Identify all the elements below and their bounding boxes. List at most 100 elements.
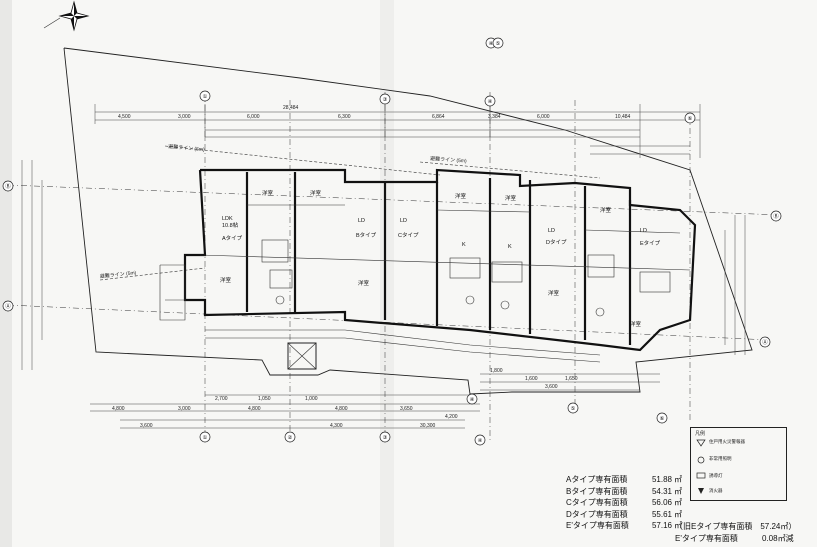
svg-text:⑤: ⑤	[571, 405, 576, 412]
area-name: Bタイプ専有面積	[566, 486, 628, 496]
svg-text:④: ④	[489, 40, 494, 47]
dim-misc-1: 1,800	[490, 368, 503, 374]
svg-text:⑤: ⑤	[496, 40, 501, 47]
dim-misc-7: 1,000	[305, 396, 318, 402]
legend-item-4: 消火器	[709, 488, 723, 493]
area-row-a: Aタイプ専有面積 51.88 ㎡	[566, 474, 690, 486]
dim-misc-6: 3,600	[545, 384, 558, 390]
area-value: 51.88	[651, 475, 672, 485]
dim-top-2: 3,000	[178, 114, 191, 120]
unit-d-type: Dタイプ	[546, 238, 567, 246]
legend-item-3: 誘導灯	[709, 473, 723, 478]
svg-text:④: ④	[488, 98, 493, 105]
bedroom-2: 洋室	[310, 189, 322, 197]
dim-top-4: 6,300	[338, 114, 351, 120]
dim-bottom-7: 3,600	[140, 423, 153, 429]
svg-text:③: ③	[383, 96, 388, 103]
svg-text:Ⓑ: Ⓑ	[773, 212, 779, 220]
bedroom-1: 洋室	[262, 189, 274, 197]
area-value: 54.31	[651, 486, 672, 496]
svg-text:Ⓐ: Ⓐ	[5, 302, 11, 310]
bedroom-4: 洋室	[505, 194, 517, 202]
dim-bottom-5: 3,650	[400, 406, 413, 412]
bedroom-6: 洋室	[220, 276, 232, 284]
bedroom-5: 洋室	[600, 206, 612, 214]
bedroom-8: 洋室	[548, 289, 560, 297]
area-row-b: Bタイプ専有面積 54.31 ㎡	[566, 486, 690, 498]
area-name: E'タイプ専有面積	[566, 521, 629, 531]
north-arrow-icon	[43, 0, 90, 32]
area-name: Cタイプ専有面積	[566, 498, 628, 508]
unit-d-room: LD	[548, 228, 555, 234]
dim-top-total: 28,484	[283, 105, 299, 111]
bedroom-3: 洋室	[455, 192, 467, 200]
svg-text:Ⓐ: Ⓐ	[762, 338, 768, 346]
svg-text:①: ①	[203, 434, 208, 441]
grid-bubbles-side: Ⓑ Ⓐ Ⓑ Ⓐ	[2, 180, 782, 348]
site-boundary	[63, 47, 753, 395]
area-row-e: E'タイプ専有面積 57.16 ㎡	[566, 520, 690, 532]
dim-top-7: 6,000	[537, 114, 550, 120]
evac-label-1: 避難ライン (5m)	[168, 143, 205, 153]
svg-text:Ⓑ: Ⓑ	[5, 182, 11, 190]
area-unit: ㎡	[674, 486, 682, 496]
dim-misc-5: 1,050	[258, 396, 271, 402]
unit-c-room: LD	[400, 218, 407, 224]
e-prime-note-label: E'タイプ専有面積	[675, 534, 738, 543]
room-labels: LDK 10.8帖 Aタイプ LD Bタイプ LD Cタイプ LD Dタイプ L…	[220, 189, 661, 328]
kitchen-1: K	[462, 242, 466, 248]
area-value: 57.16	[651, 521, 672, 531]
area-row-c: Cタイプ専有面積 56.06 ㎡	[566, 497, 690, 509]
unit-c-type: Cタイプ	[398, 231, 419, 239]
unit-e-type: Eタイプ	[640, 239, 661, 247]
svg-text:③: ③	[383, 434, 388, 441]
dim-top-5: 6,864	[432, 114, 445, 120]
dim-bottom-2: 3,000	[178, 406, 191, 412]
side-dimension-lines	[21, 160, 746, 370]
unit-b-room: LD	[358, 218, 365, 224]
dim-top-6: 3,384	[488, 114, 501, 120]
svg-text:④: ④	[470, 396, 475, 403]
dim-misc-2: 1,600	[525, 376, 538, 382]
legend-box: 凡例 住戸用火災警報器 非常用照明 誘導灯 消火器	[690, 427, 787, 501]
bedroom-9: 洋室	[630, 320, 642, 328]
unit-a-size: 10.8帖	[222, 221, 239, 229]
dim-misc-3: 1,650	[565, 376, 578, 382]
area-unit: ㎡	[674, 475, 682, 485]
area-unit: ㎡	[674, 498, 682, 508]
dim-top-1: 4,500	[118, 114, 131, 120]
evac-label-2: 避難ライン (5m)	[430, 155, 467, 165]
building-outline	[159, 168, 697, 370]
svg-text:⑥: ⑥	[660, 415, 665, 422]
area-value: 55.61	[651, 509, 672, 519]
dim-bottom-8: 4,300	[330, 423, 343, 429]
legend-title: 凡例	[695, 431, 706, 437]
area-row-d: Dタイプ専有面積 55.61 ㎡	[566, 509, 690, 521]
dim-bottom-6: 4,200	[445, 414, 458, 420]
e-prime-note-value: 0.08㎡減	[762, 534, 794, 543]
top-dimension-values: 4,500 3,000 6,000 6,300 6,864 3,384 6,00…	[118, 105, 631, 120]
legend-item-2: 非常用照明	[709, 456, 732, 461]
dim-top-8: 10,484	[615, 114, 631, 120]
area-unit: ㎡	[674, 521, 682, 531]
unit-b-type: Bタイプ	[356, 231, 377, 239]
dim-misc-4: 2,700	[215, 396, 228, 402]
legend-symbols-icon	[696, 439, 706, 494]
svg-text:④: ④	[478, 437, 483, 444]
svg-text:①: ①	[203, 93, 208, 100]
old-e-type-note: （旧Eタイプ専有面積 57.24㎡）	[675, 522, 797, 531]
unit-a-room: LDK	[222, 216, 233, 222]
grid-bubbles-top: ① ③ ④ ⑥ ④ ⑤	[199, 37, 696, 124]
top-dimension-lines	[94, 104, 701, 158]
evacuation-lines: 避難ライン (5m) 避難ライン (5m) 避難ライン (5m)	[99, 143, 601, 281]
area-name: Aタイプ専有面積	[566, 475, 628, 485]
dim-bottom-total: 30,300	[420, 423, 436, 429]
svg-text:⑥: ⑥	[688, 115, 693, 122]
area-table: Aタイプ専有面積 51.88 ㎡ Bタイプ専有面積 54.31 ㎡ Cタイプ専有…	[566, 474, 690, 532]
kitchen-2: K	[508, 244, 512, 250]
bedroom-7: 洋室	[358, 279, 370, 287]
area-unit: ㎡	[674, 509, 682, 519]
area-name: Dタイプ専有面積	[566, 509, 628, 519]
dim-bottom-1: 4,800	[112, 406, 125, 412]
